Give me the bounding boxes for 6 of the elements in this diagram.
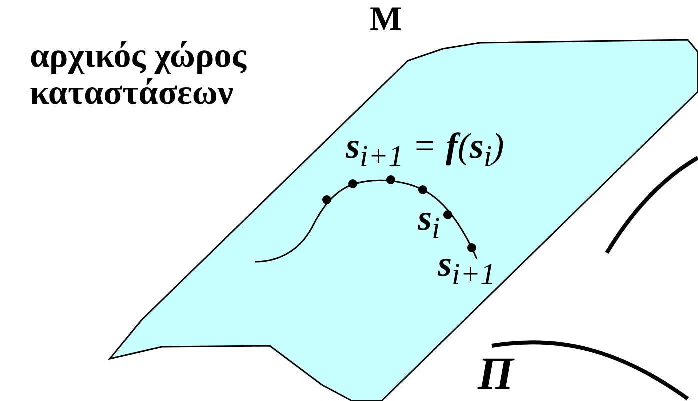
- surface-label: Π: [478, 350, 514, 398]
- formula: s$_{i+1}$ = f(s$_{i}$): [346, 128, 504, 173]
- space-label: αρχικός χώρος καταστάσεων: [30, 38, 248, 112]
- state-label: s$_{i}$: [418, 200, 440, 245]
- state-label: s$_{i+1}$: [438, 246, 496, 291]
- manifold-label: M: [370, 2, 402, 38]
